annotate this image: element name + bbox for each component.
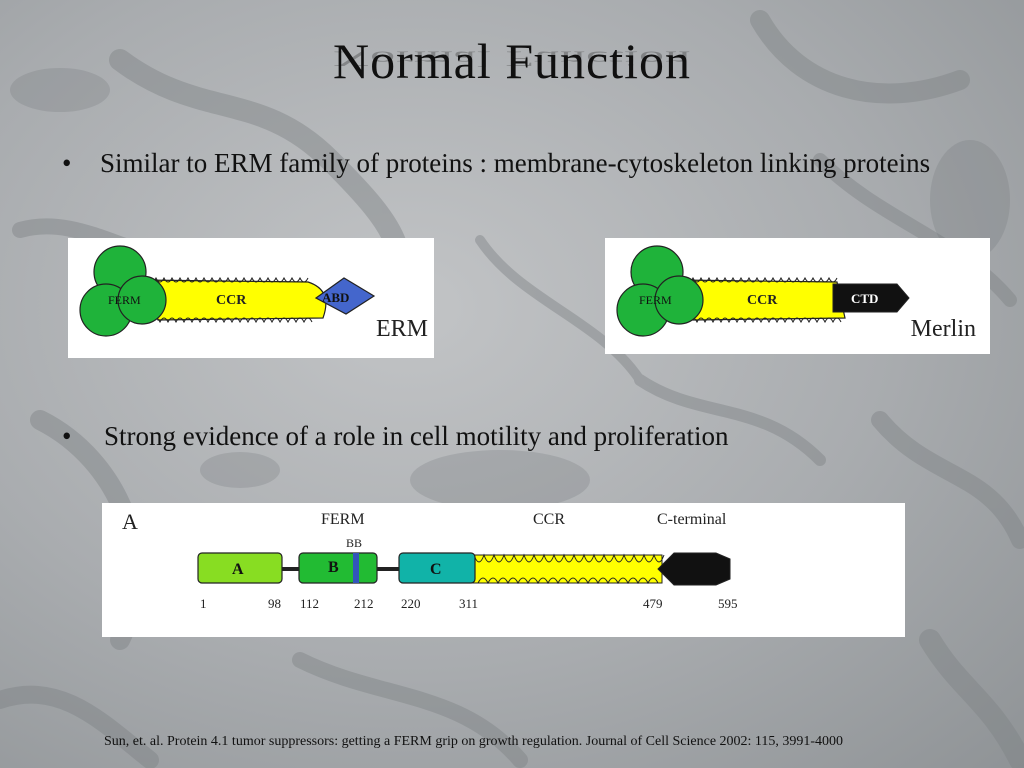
merlin-diagram-panel: FERM CCR CTD Merlin xyxy=(605,238,990,354)
position-label: 98 xyxy=(268,596,281,611)
bb-band xyxy=(353,553,359,583)
merlin-diagram: FERM CCR CTD xyxy=(616,245,910,337)
erm-abd-label: ABD xyxy=(322,290,349,305)
position-label: 1 xyxy=(200,596,207,611)
bullet-2-text: Strong evidence of a role in cell motili… xyxy=(104,421,729,451)
region-header-ccr: CCR xyxy=(533,511,565,528)
erm-diagram: FERM CCR ABD xyxy=(79,245,376,337)
domain-map-diagram: A FERM CCR C-terminal BB A B C 1 98 112 … xyxy=(122,509,738,611)
block-c-label: C xyxy=(430,561,442,578)
page-title: Normal Function xyxy=(332,33,692,89)
erm-ferm-label: FERM xyxy=(108,293,141,307)
bb-label: BB xyxy=(346,536,362,550)
position-label: 479 xyxy=(643,596,663,611)
title-reflection: Normal Function xyxy=(332,46,692,72)
block-c xyxy=(398,552,476,584)
merlin-ccr-label: CCR xyxy=(747,293,778,308)
erm-diagram-panel: FERM CCR ABD ERM xyxy=(68,238,434,358)
position-label: 595 xyxy=(718,596,738,611)
bullet-dot: • xyxy=(62,421,72,451)
block-a-label: A xyxy=(232,561,244,578)
block-a xyxy=(197,552,283,584)
merlin-ferm-label: FERM xyxy=(639,293,672,307)
erm-abd-domain xyxy=(314,277,376,315)
merlin-ctd-domain xyxy=(832,283,910,313)
region-header-c-terminal: C-terminal xyxy=(657,511,727,528)
domain-map-panel: A FERM CCR C-terminal BB A B C 1 98 112 … xyxy=(102,503,905,637)
bullet-dot: • xyxy=(62,148,72,178)
block-b-label: B xyxy=(328,559,339,576)
position-label: 212 xyxy=(354,596,374,611)
position-label: 311 xyxy=(459,596,478,611)
erm-label: ERM xyxy=(375,316,428,342)
erm-ferm-domain xyxy=(79,245,167,337)
position-label: 112 xyxy=(300,596,319,611)
map-ccr-domain xyxy=(471,553,665,585)
bullet-2: • Strong evidence of a role in cell moti… xyxy=(62,418,964,454)
region-header-ferm: FERM xyxy=(321,511,365,528)
citation: Sun, et. al. Protein 4.1 tumor suppresso… xyxy=(104,734,844,749)
merlin-ferm-domain xyxy=(616,245,704,337)
domain-map-panel-label: A xyxy=(122,509,138,534)
position-label: 220 xyxy=(401,596,421,611)
merlin-label: Merlin xyxy=(910,316,976,342)
erm-ccr-label: CCR xyxy=(216,293,247,308)
merlin-ctd-label: CTD xyxy=(851,291,878,306)
map-c-terminal-domain xyxy=(657,552,731,586)
bullet-1: • Similar to ERM family of proteins : me… xyxy=(62,145,960,181)
bullet-1-text: Similar to ERM family of proteins : memb… xyxy=(100,148,931,178)
